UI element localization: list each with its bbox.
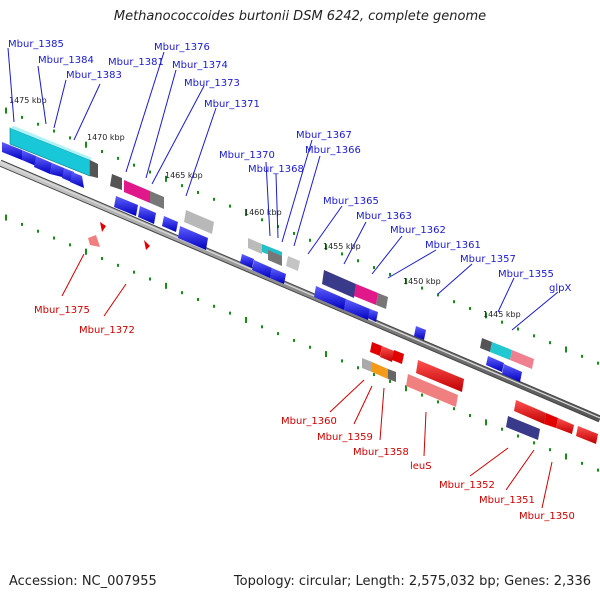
gene-arrow (162, 216, 178, 232)
gene-label: Mbur_1374 (172, 60, 228, 71)
kbp-label: 1455 kbp (323, 242, 361, 251)
gene-box-orange (372, 362, 388, 379)
gene-arrow (240, 254, 254, 268)
gene-arrow (414, 326, 426, 340)
gene-box-gray (480, 338, 492, 352)
gene-arrow (2, 142, 22, 160)
gene-label: Mbur_1352 (439, 480, 495, 491)
genome-backbone (0, 159, 600, 423)
top-gene-labels: Mbur_1385 Mbur_1384 Mbur_1383 Mbur_1381 … (8, 39, 571, 294)
gene-label: Mbur_1359 (317, 432, 373, 443)
gene-arrow (178, 226, 208, 250)
gene-arrow (502, 364, 522, 382)
gene-label: Mbur_1373 (184, 78, 240, 89)
gene-arrow (486, 356, 504, 372)
map-title: Methanococcoides burtonii DSM 6242, comp… (113, 9, 487, 24)
gene-box-lightgray (362, 358, 372, 372)
kbp-label: 1445 kbp (483, 310, 521, 319)
gene-box-gray (388, 369, 396, 382)
gene-arrow (576, 426, 598, 444)
gene-arrow (314, 286, 346, 310)
gene-label: leuS (410, 461, 432, 472)
gene-arrow (138, 206, 156, 224)
gene-arrow (50, 163, 66, 178)
genome-summary: Topology: circular; Length: 2,575,032 bp… (233, 574, 591, 589)
gene-label: Mbur_1360 (281, 416, 337, 427)
gene-label: Mbur_1370 (219, 150, 275, 161)
gene-label: Mbur_1365 (323, 196, 379, 207)
accession-text: Accession: NC_007955 (9, 574, 157, 589)
gene-label: Mbur_1367 (296, 130, 352, 141)
gene-box-cyan (490, 342, 512, 360)
gene-label: Mbur_1357 (460, 254, 516, 265)
gene-arrow (514, 400, 546, 424)
gene-arrow (556, 418, 574, 434)
gene-arrow (88, 235, 100, 247)
gene-label: Mbur_1371 (204, 99, 260, 110)
gene-arrow (380, 346, 394, 362)
gene-arrow (100, 222, 106, 232)
gene-label: glpX (549, 283, 571, 294)
gene-label: Mbur_1361 (425, 240, 481, 251)
gene-arrow (368, 309, 378, 322)
gene-box-top (10, 126, 92, 160)
kbp-label: 1460 kbp (244, 208, 282, 217)
gene-label: Mbur_1351 (479, 495, 535, 506)
gene-arrow (22, 150, 36, 166)
kbp-label: 1470 kbp (87, 133, 125, 142)
gene-label: Mbur_1366 (305, 145, 361, 156)
gene-box-navy (322, 270, 356, 298)
gene-arrow (114, 196, 138, 216)
gene-label: Mbur_1368 (248, 164, 304, 175)
gene-box-lightgray (248, 238, 262, 254)
gene-box-magenta (354, 284, 378, 305)
tick-marks (5, 107, 599, 472)
gene-label: Mbur_1372 (79, 325, 135, 336)
gene-arrow (70, 172, 84, 188)
bottom-gene-labels: Mbur_1375 Mbur_1372 Mbur_1360 Mbur_1359 … (34, 305, 575, 522)
gene-label: Mbur_1355 (498, 269, 554, 280)
gene-label: Mbur_1385 (8, 39, 64, 50)
gene-box-gray (150, 191, 164, 209)
kbp-label: 1450 kbp (403, 277, 441, 286)
kbp-label: 1465 kbp (165, 171, 203, 180)
gene-label: Mbur_1362 (390, 225, 446, 236)
kbp-labels: 1475 kbp 1470 kbp 1465 kbp 1460 kbp 1455… (9, 96, 521, 319)
gene-label: Mbur_1363 (356, 211, 412, 222)
bottom-leaders (61, 253, 553, 509)
gene-arrow (270, 268, 286, 284)
gene-arrow (144, 240, 150, 250)
top-leaders (7, 47, 559, 331)
gene-arrow (370, 342, 382, 356)
gene-box-lightgray (184, 210, 214, 234)
forward-features (2, 126, 534, 382)
gene-label: Mbur_1381 (108, 57, 164, 68)
gene-arrow (392, 350, 404, 364)
gene-arrow (544, 413, 558, 428)
gene-box-magenta (124, 180, 150, 203)
gene-label: Mbur_1350 (519, 511, 575, 522)
gene-label: Mbur_1383 (66, 70, 122, 81)
kbp-label: 1475 kbp (9, 96, 47, 105)
gene-label: Mbur_1358 (353, 447, 409, 458)
gene-label: Mbur_1384 (38, 55, 94, 66)
gene-label: Mbur_1375 (34, 305, 90, 316)
gene-box-gray (376, 293, 388, 309)
reverse-features (88, 222, 598, 444)
gene-box-lightgray (286, 256, 300, 271)
gene-arrow (344, 299, 370, 320)
gene-box-gray (268, 250, 282, 266)
gene-label: Mbur_1376 (154, 42, 210, 53)
gene-arrow (252, 260, 272, 278)
gene-box-navy (506, 416, 540, 440)
gene-arrow (34, 156, 52, 174)
gene-arrow (416, 360, 464, 392)
gene-box-gray (90, 160, 98, 178)
gene-box-pink (406, 374, 458, 407)
gene-box-pink (510, 350, 534, 369)
gene-box-gray (110, 174, 122, 190)
